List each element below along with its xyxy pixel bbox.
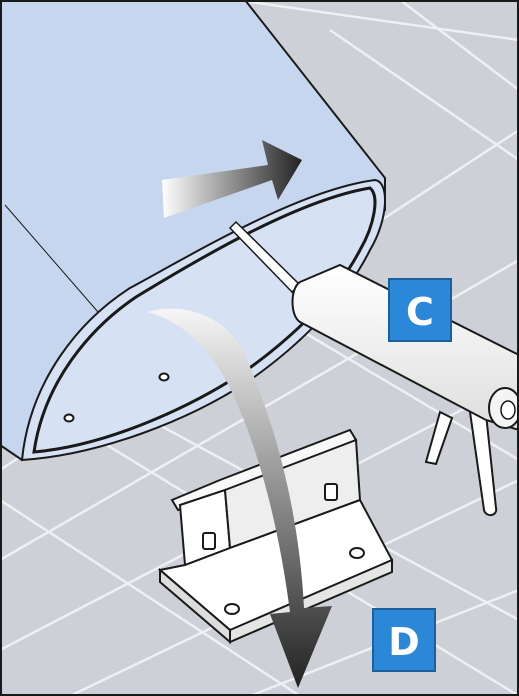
screw-hole bbox=[65, 415, 74, 422]
step-label-c: C bbox=[388, 278, 452, 342]
screw-hole bbox=[160, 374, 169, 381]
step-label-d: D bbox=[372, 608, 436, 672]
